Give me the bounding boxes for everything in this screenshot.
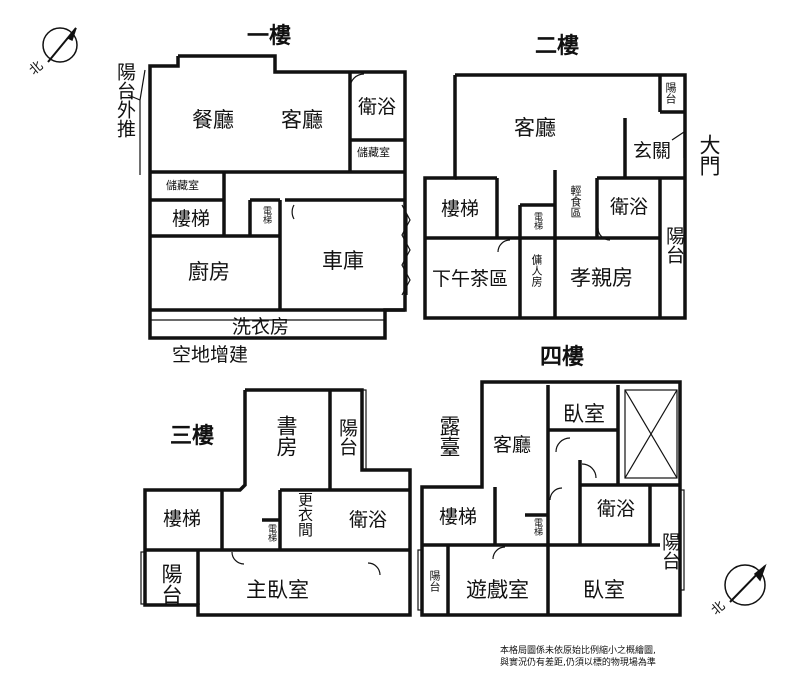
f1-stairs-label: 樓梯: [172, 208, 211, 230]
f3-elevator-label: 電梯: [266, 524, 276, 542]
f2-light-meal-label: 輕食區: [569, 185, 582, 218]
floor4-walls: [420, 380, 682, 617]
f4-balcony-right-label: 陽台: [659, 532, 681, 570]
f1-balcony-push-annotation: 陽台外推: [114, 62, 136, 138]
compass-top: [42, 27, 78, 63]
floor2-walls: [423, 73, 687, 320]
f3-balcony-top-label: 陽台: [336, 418, 358, 456]
floor4-void: [624, 389, 678, 479]
f1-yard-extension-annotation: 空地增建: [172, 344, 249, 366]
f1-dining-label: 餐廳: [192, 108, 234, 132]
f4-living-label: 客廳: [493, 434, 532, 456]
f4-elevator-label: 電梯: [532, 518, 542, 536]
f1-storage-left-label: 儲藏室: [166, 179, 199, 192]
f4-bath-label: 衛浴: [597, 498, 636, 520]
f2-foyer-label: 玄關: [633, 140, 672, 162]
f2-entrance-label: 大門: [697, 134, 721, 176]
f3-balcony-left-label: 陽台: [159, 563, 183, 605]
floor1-title: 一樓: [247, 24, 292, 49]
f2-servant-label: 傭人房: [530, 254, 543, 287]
f1-garage-label: 車庫: [322, 249, 364, 273]
disclaimer-line2: 與實況仍有差距,仍須以標的物現場為準: [500, 658, 656, 668]
f2-tea-label: 下午茶區: [432, 268, 509, 290]
f3-dressing-label: 更衣間: [296, 492, 314, 537]
f4-bedroom-top-label: 臥室: [563, 402, 605, 426]
f1-living-label: 客廳: [281, 108, 323, 132]
floor1-balcony-push-line: [139, 69, 146, 175]
floor2-title: 二樓: [535, 34, 580, 59]
disclaimer-line1: 本格局圖係未依原始比例縮小之概繪圖,: [500, 646, 656, 656]
f3-study-label: 書房: [274, 415, 298, 457]
f1-elevator-label: 電梯: [261, 206, 271, 224]
f4-terrace-label: 露臺: [437, 415, 461, 457]
f1-storage-right-label: 儲藏室: [357, 146, 390, 159]
f2-living-label: 客廳: [514, 116, 556, 140]
f2-elevator-label: 電梯: [532, 212, 542, 230]
f4-game-label: 遊戲室: [466, 578, 529, 602]
compass-bottom: [724, 563, 767, 606]
f2-bath-label: 衛浴: [610, 196, 649, 218]
floor4-title: 四樓: [540, 345, 585, 370]
f3-stairs-label: 樓梯: [163, 508, 202, 530]
f2-parents-label: 孝親房: [570, 266, 633, 290]
floor1-walls: [148, 54, 407, 340]
f2-stairs-label: 樓梯: [441, 198, 480, 220]
f1-laundry-label: 洗衣房: [232, 316, 290, 338]
f3-master-label: 主臥室: [246, 578, 309, 602]
f4-balcony-left-label: 陽台: [428, 570, 441, 592]
f4-stairs-label: 樓梯: [439, 506, 478, 528]
f2-balcony-right-label: 陽台: [663, 226, 685, 264]
f1-kitchen-label: 廚房: [188, 260, 230, 284]
f4-bedroom-bottom-label: 臥室: [583, 578, 625, 602]
f1-bath-label: 衛浴: [358, 96, 397, 118]
floor3-title: 三樓: [170, 424, 215, 449]
f3-bath-label: 衛浴: [349, 509, 388, 531]
f2-balcony-top-label: 陽台: [664, 82, 677, 104]
